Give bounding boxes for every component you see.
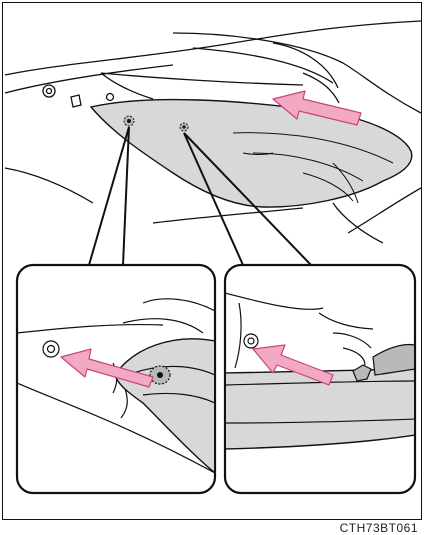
diagram-canvas	[3, 3, 421, 519]
bolt-icon	[43, 85, 55, 97]
tail-lamp	[91, 100, 412, 207]
inset-left	[17, 265, 215, 493]
illustration-frame	[2, 2, 422, 520]
figure-code: CTH73BT061	[340, 521, 418, 535]
clip-icon	[124, 116, 134, 126]
clip-icon	[180, 123, 188, 131]
clip-icon	[150, 366, 170, 384]
bolt-icon	[107, 94, 114, 101]
inset-right	[225, 265, 415, 493]
clip-icon	[71, 95, 81, 107]
